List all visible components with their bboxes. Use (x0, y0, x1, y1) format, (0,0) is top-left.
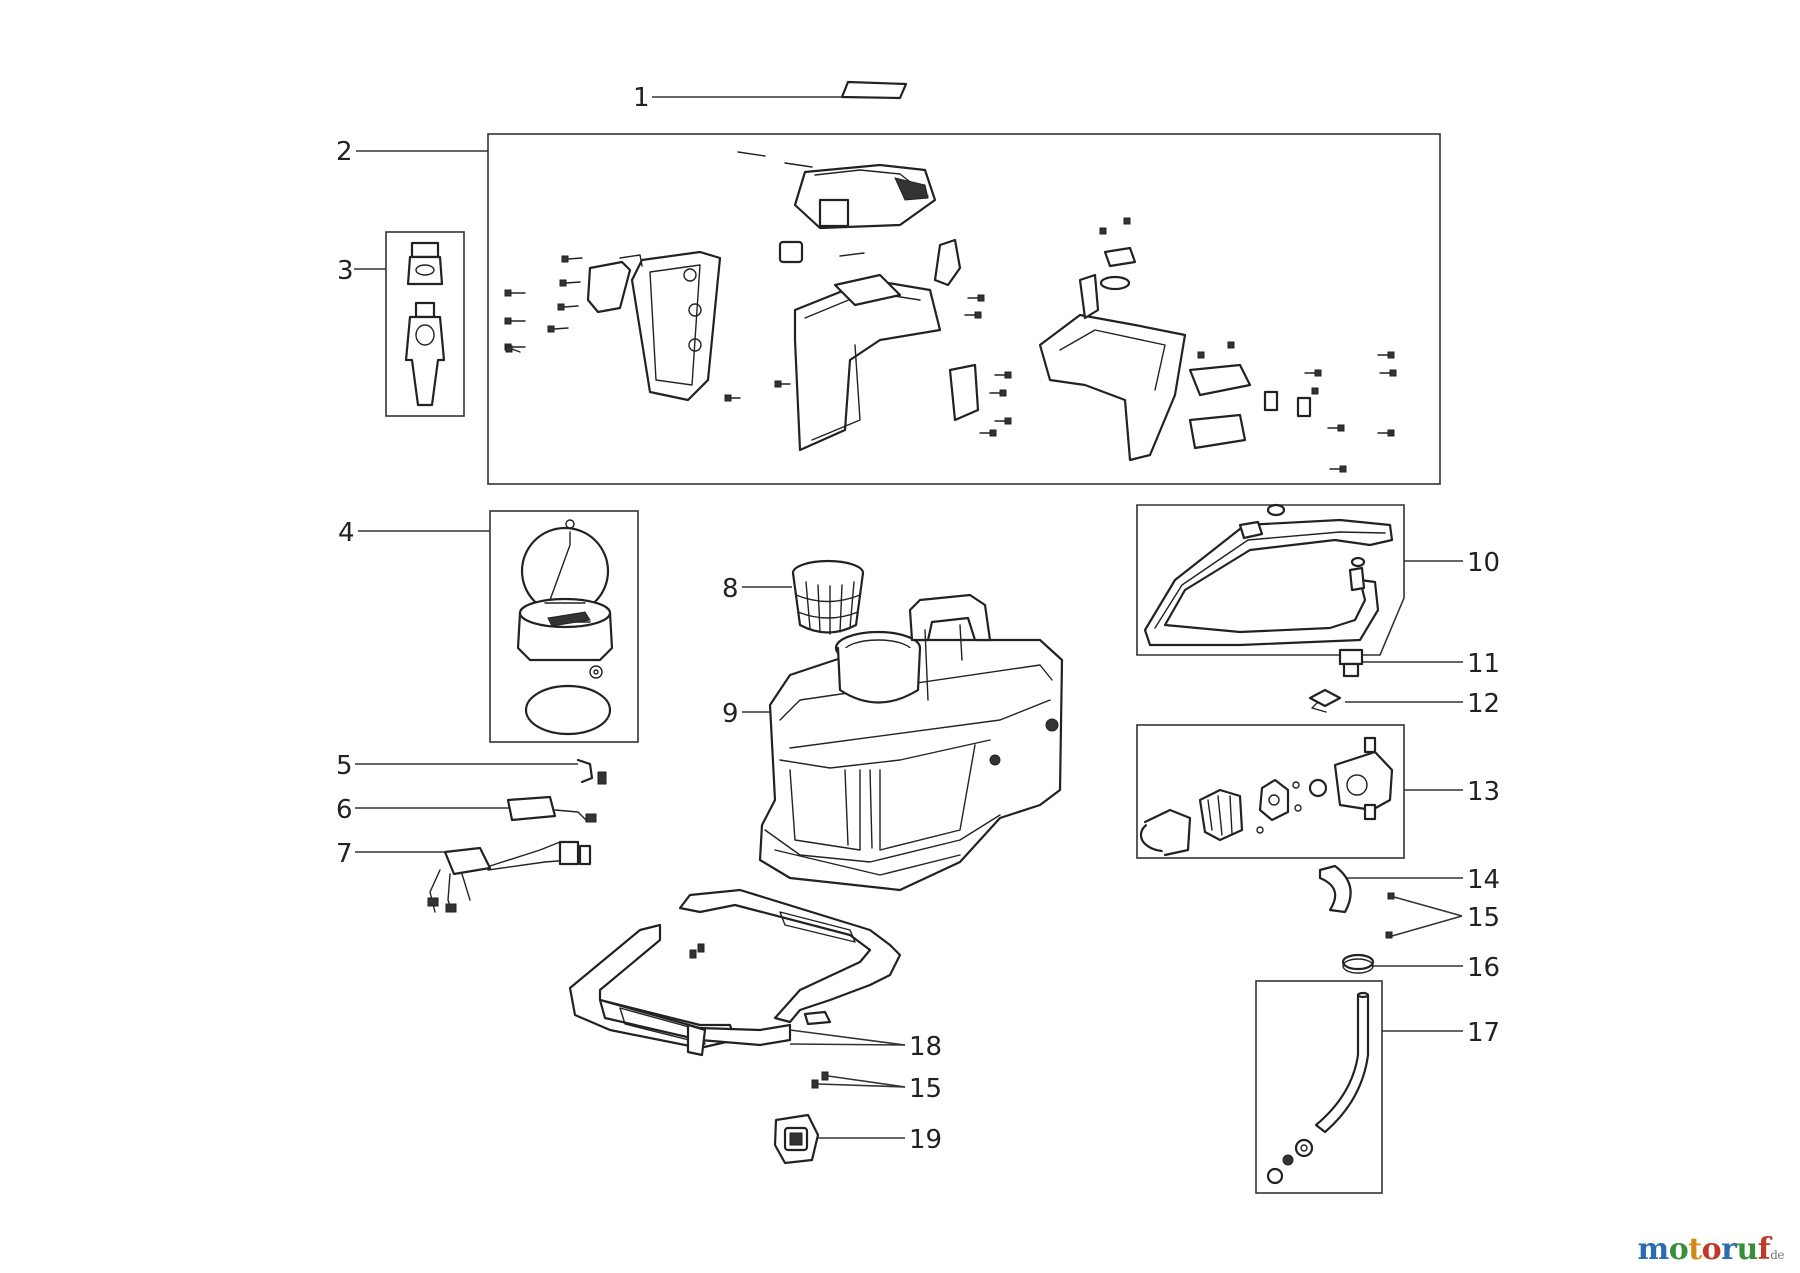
part-15-screws-bottom: 15 (811, 1071, 942, 1104)
part-7-wiring-harness: 7 (336, 839, 592, 913)
part-19-control-button: 19 (773, 1113, 942, 1165)
part-2-housing-assembly: 2 (336, 133, 1441, 485)
callout-2: 2 (336, 137, 353, 167)
callout-11: 11 (1467, 649, 1500, 679)
callout-10: 10 (1467, 548, 1500, 578)
part-11-inlet-connector: 11 (1338, 648, 1500, 679)
part-14-hose-clamp: 14 (1318, 864, 1500, 914)
housing-screws (504, 217, 1397, 473)
watermark-letter: r (1721, 1232, 1737, 1267)
callout-5: 5 (336, 751, 353, 781)
part-3-nozzle-set: 3 (337, 231, 465, 417)
part-18-base-frame: 18 (568, 888, 942, 1062)
callout-12: 12 (1467, 689, 1500, 719)
part-5-sensor: 5 (336, 751, 607, 785)
watermark-letter: t (1688, 1232, 1702, 1267)
watermark-letter: o (1701, 1232, 1722, 1267)
part-15-screws-right: 15 (1385, 892, 1500, 939)
part-17-suction-tube: 17 (1255, 980, 1500, 1194)
callout-1: 1 (633, 83, 650, 113)
callout-15-bottom: 15 (909, 1074, 942, 1104)
callout-13: 13 (1467, 777, 1500, 807)
callout-18: 18 (909, 1032, 942, 1062)
watermark-letter: f (1757, 1232, 1771, 1267)
part-8-strainer-basket: 8 (722, 559, 865, 635)
callout-17: 17 (1467, 1018, 1500, 1048)
part-9-water-tank: 9 (722, 593, 1064, 892)
watermark-suffix: de (1770, 1248, 1784, 1262)
callout-3: 3 (337, 256, 354, 286)
part-16-seal-ring: 16 (1341, 953, 1500, 983)
callout-19: 19 (909, 1125, 942, 1155)
part-1-label-sticker: 1 (633, 80, 908, 113)
part-6-battery-pack: 6 (336, 795, 597, 825)
watermark-letter: m (1637, 1232, 1670, 1267)
part-10-hose-connector-set: 10 (1136, 503, 1500, 656)
callout-16: 16 (1467, 953, 1500, 983)
callout-7: 7 (336, 839, 353, 869)
part-13-pump-unit: 13 (1136, 724, 1500, 859)
callout-8: 8 (722, 574, 739, 604)
watermark-letter: o (1668, 1232, 1689, 1267)
watermark-letter: u (1736, 1232, 1758, 1267)
callout-6: 6 (336, 795, 353, 825)
watermark-logo: motorufde (1638, 1232, 1785, 1267)
watermark-wordmark: motoruf (1638, 1232, 1771, 1267)
callout-9: 9 (722, 699, 739, 729)
callout-14: 14 (1467, 865, 1500, 895)
callout-4: 4 (338, 518, 355, 548)
callout-15-right: 15 (1467, 903, 1500, 933)
part-4-tank-cap-kit: 4 (338, 510, 639, 743)
part-12-retaining-clip: 12 (1308, 688, 1500, 719)
